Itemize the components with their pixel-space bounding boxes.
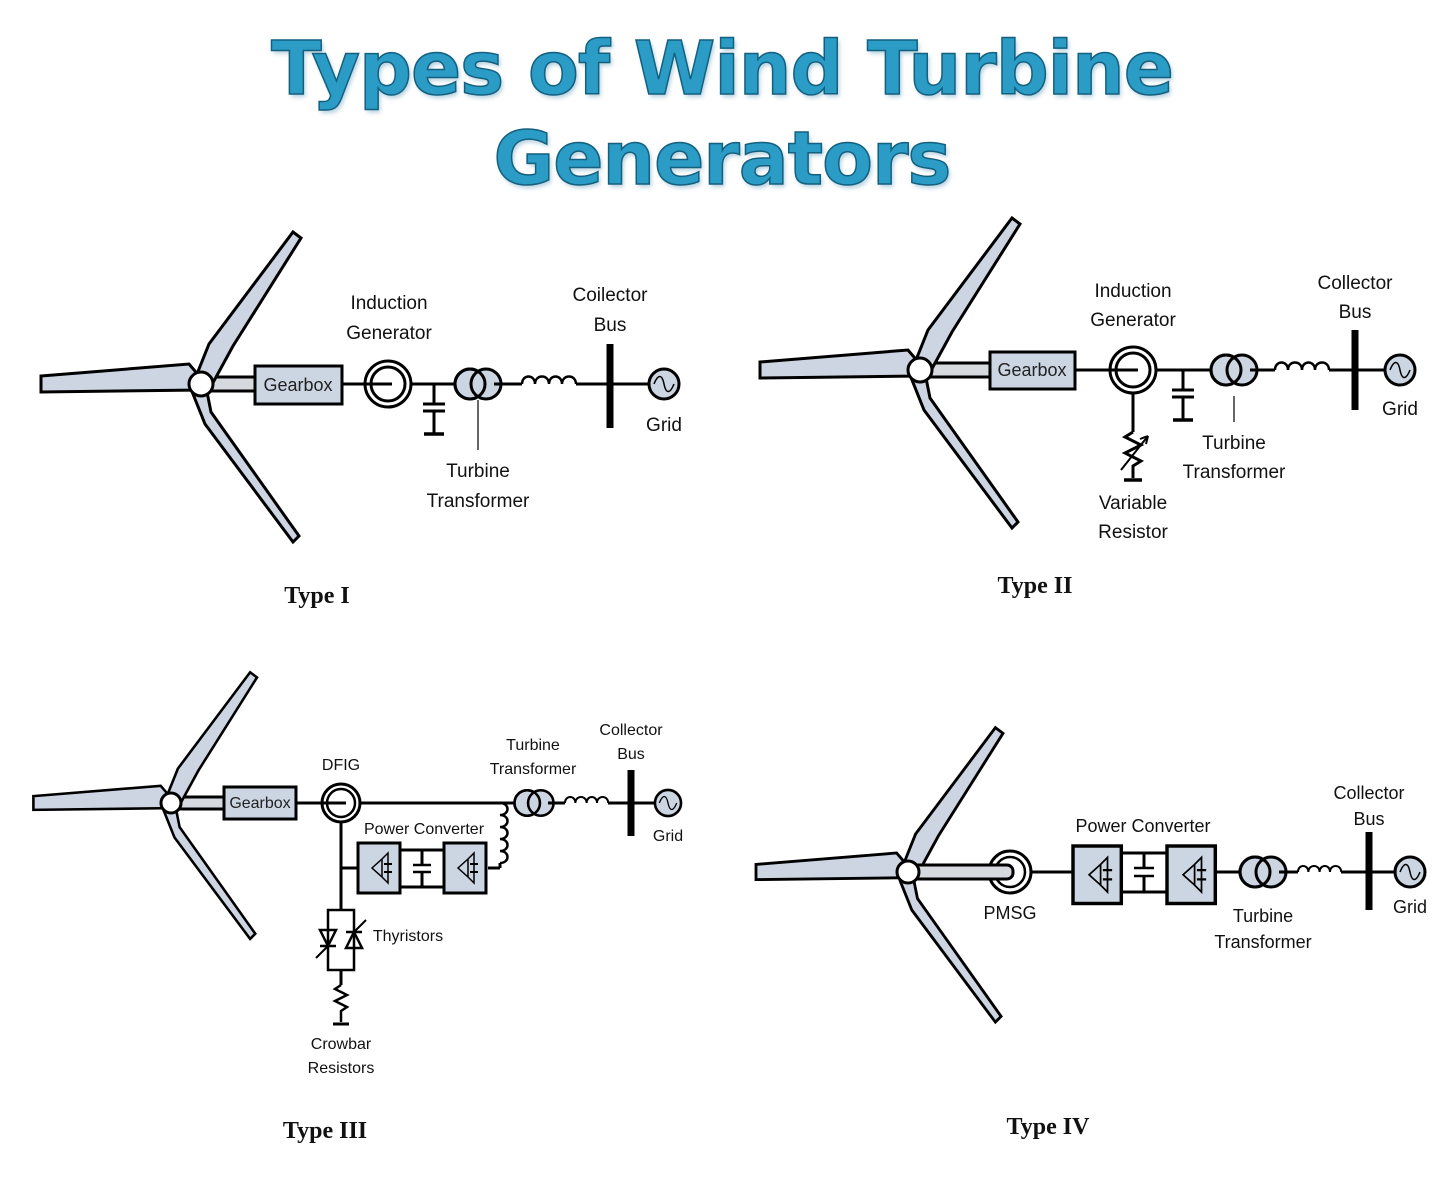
generator-label-1: Induction — [350, 293, 427, 314]
resistor-label-2: Resistor — [1098, 522, 1168, 543]
crowbar-label-1: Crowbar — [311, 1036, 372, 1053]
variable-resistor-icon — [1121, 430, 1145, 478]
grid-source-icon — [1393, 855, 1427, 889]
gearbox-label: Gearbox — [229, 795, 290, 812]
inductor-icon — [1273, 361, 1331, 372]
type-4-diagram: PMSG Power Converter Turbine Transformer… — [754, 726, 1427, 1140]
transformer-label-1: Turbine — [1202, 433, 1266, 454]
bus-label-2: Bus — [1353, 809, 1384, 829]
bus-label-2: Bus — [1339, 302, 1372, 323]
inductor-icon — [520, 375, 578, 386]
bus-label-1: Collector — [1318, 273, 1394, 294]
bus-label-2: Bus — [594, 315, 627, 336]
converter-inverter-icon — [1165, 844, 1218, 906]
crowbar-label-2: Resistors — [308, 1060, 375, 1077]
bus-label-1: Coilector — [573, 285, 649, 306]
pmsg-label: PMSG — [983, 903, 1036, 923]
type-2-diagram: Gearbox Induction Generator Collector Bu… — [758, 216, 1418, 599]
transformer-label-2: Transformer — [1214, 932, 1311, 952]
thyristors-icon — [315, 908, 367, 972]
transformer-label-1: Turbine — [506, 737, 560, 754]
bus-label-1: Collector — [599, 722, 663, 739]
page-title-line-2: Generators — [493, 116, 952, 202]
generator-label-1: Induction — [1094, 281, 1171, 302]
hub — [895, 859, 921, 885]
inductor-icon — [499, 801, 509, 865]
generator-label-2: Generator — [346, 323, 432, 344]
thyristors-label: Thyristors — [373, 928, 443, 945]
grid-source-icon — [647, 367, 681, 401]
page-title-line-1: Types of Wind Turbine — [270, 26, 1174, 112]
grid-label: Grid — [653, 828, 683, 845]
hub — [159, 791, 183, 815]
type-3-caption: Type III — [283, 1118, 367, 1144]
inductor-icon — [563, 795, 610, 805]
transformer-label-2: Transformer — [427, 491, 530, 512]
gearbox-label: Gearbox — [263, 375, 332, 395]
grid-label: Grid — [1382, 399, 1418, 420]
hub — [906, 356, 934, 384]
type-1-diagram: Gearbox Induction Generator Coilector Bu… — [39, 230, 682, 609]
transformer-icon — [513, 788, 555, 818]
shaft — [910, 863, 1015, 881]
transformer-label-2: Transformer — [490, 761, 577, 778]
transformer-label-2: Transformer — [1183, 462, 1286, 483]
hub — [187, 370, 215, 398]
capacitor-icon — [421, 382, 447, 436]
type-1-caption: Type I — [284, 583, 350, 609]
type-3-diagram: Gearbox — [32, 670, 683, 1144]
grid-label: Grid — [1393, 897, 1427, 917]
gearbox-box — [988, 350, 1077, 391]
bus-label-1: Collector — [1333, 783, 1404, 803]
converter-rectifier-icon — [356, 841, 402, 895]
converter-inverter-icon — [442, 841, 488, 895]
transformer-label-1: Turbine — [1233, 906, 1293, 926]
type-2-caption: Type II — [998, 573, 1073, 599]
converter-rectifier-icon — [1071, 844, 1124, 906]
transformer-label-1: Turbine — [446, 461, 510, 482]
grid-label: Grid — [646, 415, 682, 436]
grid-source-icon — [653, 788, 683, 818]
converter-label: Power Converter — [364, 821, 485, 838]
bus-label-2: Bus — [617, 746, 645, 763]
resistor-label-1: Variable — [1099, 493, 1167, 514]
type-4-caption: Type IV — [1007, 1114, 1091, 1140]
inductor-icon — [1296, 864, 1343, 874]
dfig-label: DFIG — [322, 757, 360, 774]
converter-label: Power Converter — [1075, 816, 1210, 836]
generator-label-2: Generator — [1090, 310, 1176, 331]
gearbox-label: Gearbox — [997, 360, 1066, 380]
crowbar-resistor-icon — [332, 983, 350, 1022]
grid-source-icon — [1383, 353, 1417, 387]
capacitor-icon — [1170, 368, 1196, 422]
